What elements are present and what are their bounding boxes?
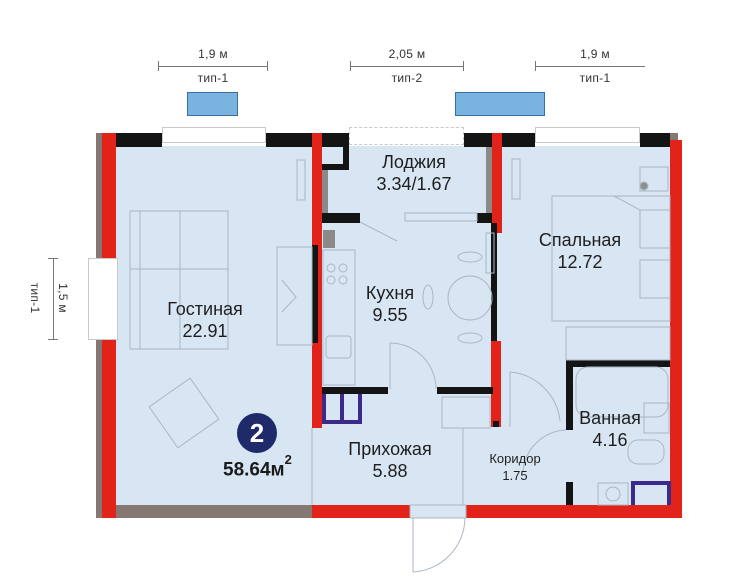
room-area: 4.16 [592, 430, 628, 450]
room-loggia: Лоджия 3.34/1.67 [354, 151, 474, 195]
dimension-tick [350, 61, 351, 71]
wall-bathroom-left [566, 360, 573, 430]
loggia-niche-bottom [322, 164, 349, 170]
room-kitchen: Кухня 9.55 [350, 282, 430, 326]
wall-bathroom-left-lower [566, 482, 573, 505]
loggia-wall-bottom-left [322, 213, 360, 223]
window-width-label: 2,05 м [388, 47, 426, 61]
kitchen-column [323, 230, 335, 248]
window-type-label: тип-1 [197, 71, 229, 85]
window-marker-1 [187, 92, 238, 116]
window-frame-2 [349, 127, 464, 145]
dimension-tick [48, 339, 58, 340]
room-bedroom: Спальная 12.72 [520, 229, 640, 273]
wall-bathroom-top [566, 360, 670, 367]
dimension-tick [48, 258, 58, 259]
room-corridor: Коридор 1.75 [470, 450, 560, 484]
window-frame-3 [535, 127, 640, 143]
loggia-wall-grey-right [486, 147, 492, 213]
room-area: 22.91 [182, 321, 228, 341]
wall-left-upper [102, 133, 116, 258]
facade-right-top [670, 133, 678, 143]
wall-kitchen-hall-left [322, 387, 388, 394]
wall-top-4 [640, 133, 670, 147]
wall-right [670, 140, 682, 518]
total-area-unit: м [270, 459, 285, 481]
wall-bottom-2 [466, 505, 682, 518]
room-name: Прихожая [348, 439, 432, 459]
dimension-line [535, 66, 645, 67]
loggia-corner [322, 133, 349, 139]
window-frame-1 [162, 127, 266, 143]
apartment-number-badge: 2 [237, 413, 277, 453]
room-name: Кухня [365, 283, 415, 303]
dimension-line [350, 66, 464, 67]
dimension-line [158, 66, 268, 67]
window-marker-2 [455, 92, 545, 116]
room-area: 5.88 [372, 461, 408, 481]
wall-left-lower [102, 340, 116, 518]
loggia-niche [343, 133, 349, 170]
window-type-label: тип-1 [579, 71, 611, 85]
floor-area [114, 146, 670, 506]
total-area-value: 58.64 [223, 459, 271, 481]
room-name: Ванная [579, 408, 641, 428]
room-name: Спальная [538, 230, 622, 250]
dimension-tick [267, 61, 268, 71]
room-name: Коридор [489, 451, 541, 466]
room-hallway: Прихожая 5.88 [335, 438, 445, 482]
wall-living-kitchen-black [312, 245, 318, 343]
wall-living-hall-red [312, 343, 322, 428]
dimension-line [53, 258, 54, 340]
loggia-wall-grey [322, 170, 328, 214]
wall-loggia-bedroom [492, 133, 502, 233]
wall-hall-bedroom-red [491, 341, 501, 427]
window-type-label: тип-2 [391, 71, 423, 85]
wall-top-1 [116, 133, 162, 147]
ventilation-shaft-divider [340, 394, 344, 422]
facade-bottom [96, 505, 312, 518]
wall-kitchen-hall-right [437, 387, 493, 394]
loggia-wall-bottom-right [477, 213, 493, 223]
dimension-tick [158, 61, 159, 71]
room-bathroom: Ванная 4.16 [565, 407, 655, 451]
ventilation-shaft [322, 394, 362, 424]
room-area: 12.72 [557, 252, 603, 272]
dimension-tick [463, 61, 464, 71]
wall-stub [493, 421, 499, 427]
window-frame-4 [88, 258, 118, 340]
dimension-tick [535, 61, 536, 71]
room-area: 9.55 [372, 305, 408, 325]
plumbing-shaft [631, 481, 671, 505]
room-name: Гостиная [167, 299, 243, 319]
window-width-label: 1,9 м [580, 47, 610, 61]
room-area: 1.75 [502, 468, 528, 483]
wall-kitchen-bedroom [491, 223, 497, 341]
window-width-label: 1,9 м [198, 47, 228, 61]
wall-bottom-1 [312, 505, 410, 518]
room-name: Лоджия [382, 152, 446, 172]
room-living: Гостиная 22.91 [150, 298, 260, 342]
total-area: 58.64м2 [223, 452, 292, 481]
total-area-unit-power: 2 [284, 452, 292, 467]
sofa-back [129, 210, 229, 270]
room-area: 3.34/1.67 [376, 174, 452, 194]
